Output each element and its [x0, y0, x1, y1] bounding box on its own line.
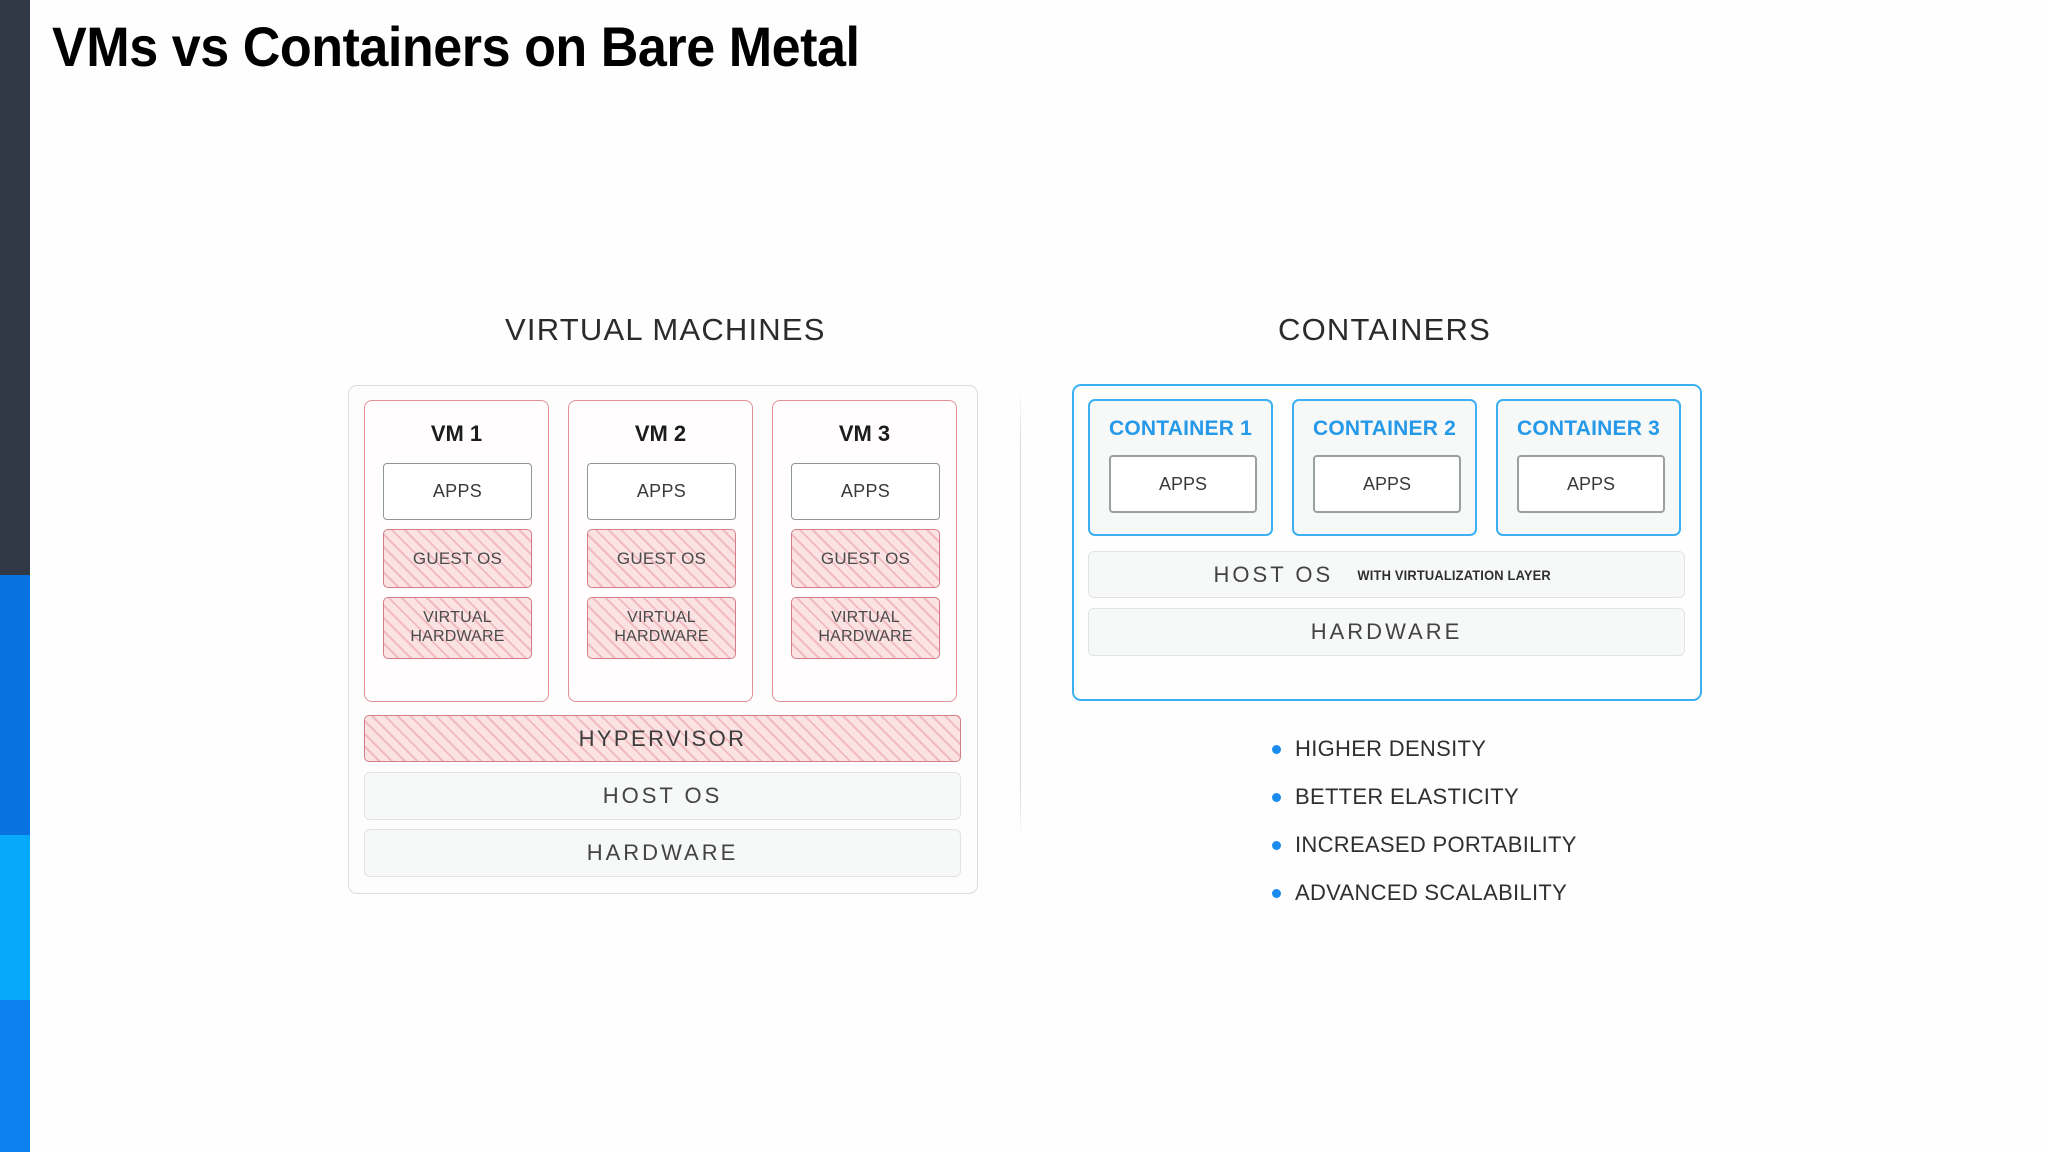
- benefit-label: BETTER ELASTICITY: [1295, 784, 1519, 809]
- accent-segment-blue2: [0, 1000, 30, 1152]
- containers-host-os-note: WITH VIRTUALIZATION LAYER: [1357, 566, 1552, 583]
- list-item: ADVANCED SCALABILITY: [1272, 869, 1702, 917]
- vm-1-guest-os-box: GUEST OS: [383, 529, 532, 588]
- vm-column-1[interactable]: VM 1 APPS GUEST OS VIRTUAL HARDWARE: [364, 400, 549, 702]
- containers-panel: CONTAINER 1 APPS CONTAINER 2 APPS CONTAI…: [1072, 384, 1702, 701]
- center-divider: [1020, 390, 1021, 840]
- page-title: VMs vs Containers on Bare Metal: [52, 15, 860, 78]
- container-column-2[interactable]: CONTAINER 2 APPS: [1292, 399, 1477, 536]
- containers-host-os-label: HOST OS: [1213, 561, 1334, 587]
- accent-segment-blue: [0, 575, 30, 835]
- bullet-dot-icon: [1272, 744, 1281, 754]
- vm-column-2[interactable]: VM 2 APPS GUEST OS VIRTUAL HARDWARE: [568, 400, 753, 702]
- accent-segment-cyan: [0, 835, 30, 1000]
- benefit-label: ADVANCED SCALABILITY: [1295, 880, 1568, 905]
- vm-host-os-bar: HOST OS: [364, 772, 961, 820]
- virtual-machines-section-title: VIRTUAL MACHINES: [505, 312, 826, 347]
- benefit-label: INCREASED PORTABILITY: [1295, 832, 1577, 857]
- list-item: BETTER ELASTICITY: [1272, 773, 1702, 821]
- container-benefits-list: HIGHER DENSITY BETTER ELASTICITY INCREAS…: [1272, 725, 1702, 917]
- container-3-label: CONTAINER 3: [1517, 417, 1660, 440]
- hypervisor-bar: HYPERVISOR: [364, 715, 961, 762]
- vm-2-guest-os-box: GUEST OS: [587, 529, 736, 588]
- bullet-dot-icon: [1272, 792, 1281, 802]
- bullet-dot-icon: [1272, 888, 1281, 898]
- left-accent-rail: [0, 0, 30, 1152]
- container-2-apps-box: APPS: [1313, 455, 1461, 513]
- containers-section-title: CONTAINERS: [1278, 312, 1491, 347]
- benefit-label: HIGHER DENSITY: [1295, 736, 1487, 761]
- vm-3-label: VM 3: [838, 421, 891, 446]
- vm-1-label: VM 1: [430, 421, 483, 446]
- vm-3-apps-box: APPS: [791, 463, 940, 520]
- list-item: HIGHER DENSITY: [1272, 725, 1702, 773]
- vm-hardware-bar: HARDWARE: [364, 829, 961, 877]
- vm-1-apps-box: APPS: [383, 463, 532, 520]
- vm-2-virtual-hardware-box: VIRTUAL HARDWARE: [587, 597, 736, 659]
- virtual-machines-panel: VM 1 APPS GUEST OS VIRTUAL HARDWARE VM 2…: [348, 385, 978, 894]
- container-1-label: CONTAINER 1: [1109, 417, 1252, 440]
- vm-3-virtual-hardware-box: VIRTUAL HARDWARE: [791, 597, 940, 659]
- accent-segment-navy: [0, 0, 30, 575]
- vm-1-virtual-hardware-box: VIRTUAL HARDWARE: [383, 597, 532, 659]
- vm-column-3[interactable]: VM 3 APPS GUEST OS VIRTUAL HARDWARE: [772, 400, 957, 702]
- vm-3-guest-os-box: GUEST OS: [791, 529, 940, 588]
- containers-hardware-bar: HARDWARE: [1088, 608, 1685, 656]
- bullet-dot-icon: [1272, 840, 1281, 850]
- container-2-label: CONTAINER 2: [1313, 417, 1456, 440]
- container-column-3[interactable]: CONTAINER 3 APPS: [1496, 399, 1681, 536]
- list-item: INCREASED PORTABILITY: [1272, 821, 1702, 869]
- vm-2-label: VM 2: [634, 421, 687, 446]
- container-column-1[interactable]: CONTAINER 1 APPS: [1088, 399, 1273, 536]
- vm-2-apps-box: APPS: [587, 463, 736, 520]
- container-3-apps-box: APPS: [1517, 455, 1665, 513]
- container-1-apps-box: APPS: [1109, 455, 1257, 513]
- containers-host-os-bar: HOST OS WITH VIRTUALIZATION LAYER: [1088, 551, 1685, 598]
